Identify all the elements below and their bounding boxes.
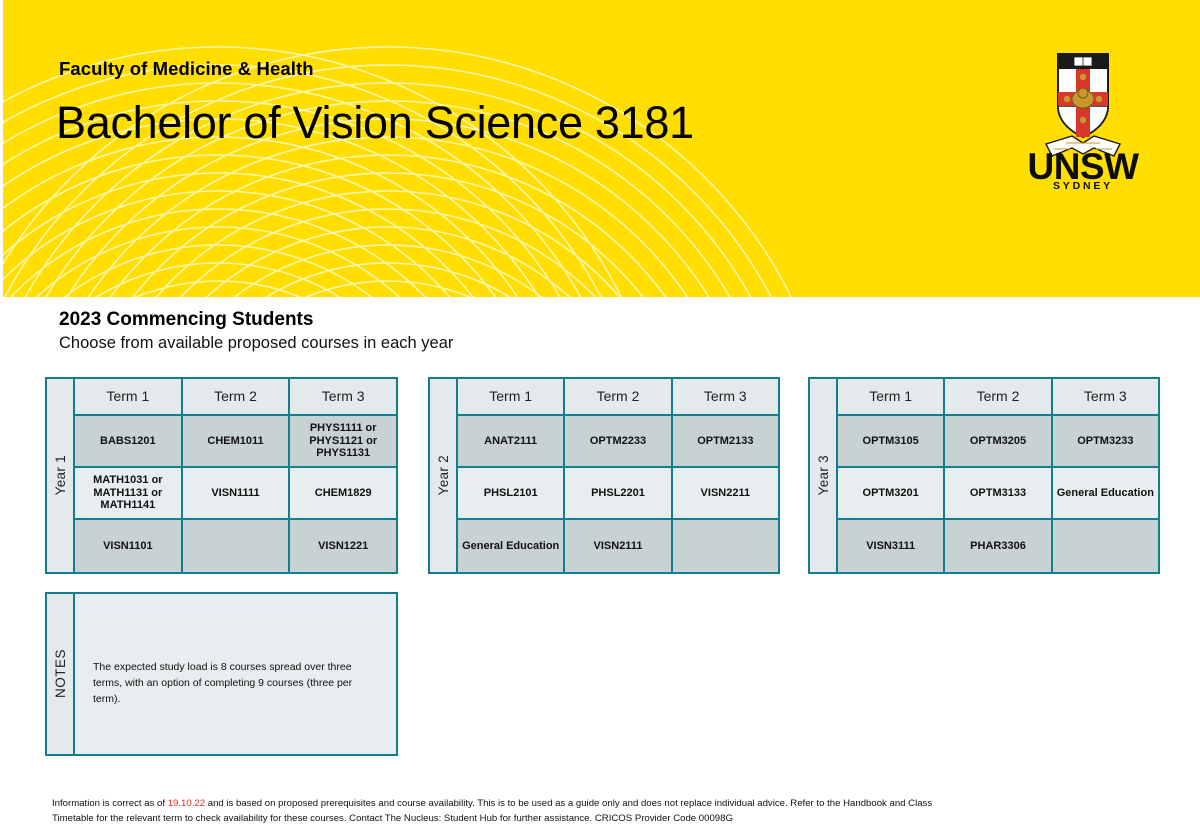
year-2-table: Year 2 Term 1 Term 2 Term 3 ANAT2111 OPT… xyxy=(428,377,780,574)
course-cell xyxy=(1052,520,1158,572)
table-row: General Education VISN2111 xyxy=(458,520,778,572)
table-row: OPTM3201 OPTM3133 General Education xyxy=(838,468,1158,520)
table-row: BABS1201 CHEM1011 PHYS1111 or PHYS1121 o… xyxy=(75,416,397,468)
section-subtitle: Choose from available proposed courses i… xyxy=(59,334,454,352)
column-header-term-1: Term 1 xyxy=(75,379,183,416)
year-label: Year 2 xyxy=(435,455,451,496)
year-label-column: Year 1 xyxy=(47,379,75,572)
course-cell: OPTM3133 xyxy=(945,468,1053,520)
year-1-grid: Term 1 Term 2 Term 3 BABS1201 CHEM1011 P… xyxy=(75,379,397,572)
header-banner: Faculty of Medicine & Health Bachelor of… xyxy=(0,0,1200,297)
year-label-column: Year 2 xyxy=(430,379,458,572)
table-row: VISN3111 PHAR3306 xyxy=(838,520,1158,572)
year-label: Year 3 xyxy=(815,455,831,496)
table-row: MATH1031 or MATH1131 or MATH1141 VISN111… xyxy=(75,468,397,520)
course-cell: CHEM1829 xyxy=(290,468,397,520)
column-header-term-2: Term 2 xyxy=(565,379,673,416)
column-header-term-1: Term 1 xyxy=(458,379,566,416)
column-header-term-3: Term 3 xyxy=(672,379,778,416)
notes-label-column: NOTES xyxy=(47,594,75,754)
course-cell: VISN1221 xyxy=(290,520,397,572)
notes-label: NOTES xyxy=(52,649,68,699)
notes-text: The expected study load is 8 courses spr… xyxy=(93,661,353,705)
column-header-term-3: Term 3 xyxy=(290,379,397,416)
table-row: PHSL2101 PHSL2201 VISN2211 xyxy=(458,468,778,520)
course-cell: VISN1111 xyxy=(182,468,291,520)
course-cell: OPTM3205 xyxy=(945,416,1053,468)
column-header-term-3: Term 3 xyxy=(1052,379,1158,416)
course-cell: VISN1101 xyxy=(75,520,183,572)
course-cell: PHSL2101 xyxy=(458,468,566,520)
course-cell: OPTM2233 xyxy=(565,416,673,468)
year-3-table: Year 3 Term 1 Term 2 Term 3 OPTM3105 OPT… xyxy=(808,377,1160,574)
notes-box: NOTES The expected study load is 8 cours… xyxy=(45,592,398,756)
course-cell: General Education xyxy=(458,520,566,572)
course-cell xyxy=(672,520,778,572)
course-cell: VISN2211 xyxy=(672,468,778,520)
course-cell: General Education xyxy=(1052,468,1158,520)
course-cell: CHEM1011 xyxy=(182,416,291,468)
table-header-row: Term 1 Term 2 Term 3 xyxy=(838,379,1158,416)
course-cell: VISN3111 xyxy=(838,520,946,572)
course-cell xyxy=(182,520,291,572)
table-row: OPTM3105 OPTM3205 OPTM3233 xyxy=(838,416,1158,468)
faculty-name: Faculty of Medicine & Health xyxy=(59,58,314,79)
year-label: Year 1 xyxy=(52,455,68,496)
year-label-column: Year 3 xyxy=(810,379,838,572)
footer-text-part-1: Information is correct as of xyxy=(52,798,168,809)
course-cell: PHYS1111 or PHYS1121 or PHYS1131 xyxy=(290,416,397,468)
unsw-logo: UNSW SYDNEY xyxy=(1027,53,1140,189)
column-header-term-2: Term 2 xyxy=(182,379,291,416)
year-2-grid: Term 1 Term 2 Term 3 ANAT2111 OPTM2233 O… xyxy=(458,379,778,572)
table-header-row: Term 1 Term 2 Term 3 xyxy=(75,379,397,416)
banner-left-edge xyxy=(0,0,3,297)
table-row: ANAT2111 OPTM2233 OPTM2133 xyxy=(458,416,778,468)
course-cell: PHAR3306 xyxy=(945,520,1053,572)
column-header-term-1: Term 1 xyxy=(838,379,946,416)
course-cell: OPTM3105 xyxy=(838,416,946,468)
course-cell: OPTM3201 xyxy=(838,468,946,520)
column-header-term-2: Term 2 xyxy=(945,379,1053,416)
unsw-wordmark: UNSW xyxy=(1027,146,1139,187)
course-cell: ANAT2111 xyxy=(458,416,566,468)
course-cell: OPTM2133 xyxy=(672,416,778,468)
year-3-grid: Term 1 Term 2 Term 3 OPTM3105 OPTM3205 O… xyxy=(838,379,1158,572)
course-cell: PHSL2201 xyxy=(565,468,673,520)
section-title: 2023 Commencing Students xyxy=(59,309,314,330)
footer-date: 19.10.22 xyxy=(167,798,206,809)
course-cell: OPTM3233 xyxy=(1052,416,1158,468)
page-title: Bachelor of Vision Science 3181 xyxy=(56,97,694,148)
course-cell: BABS1201 xyxy=(75,416,183,468)
table-row: VISN1101 VISN1221 xyxy=(75,520,397,572)
course-cell: VISN2111 xyxy=(565,520,673,572)
footer-text-part-2: and is based on proposed prerequisites a… xyxy=(52,798,933,824)
unsw-sydney-wordmark: SYDNEY xyxy=(1053,180,1113,189)
table-header-row: Term 1 Term 2 Term 3 xyxy=(458,379,778,416)
course-cell: MATH1031 or MATH1131 or MATH1141 xyxy=(75,468,183,520)
year-1-table: Year 1 Term 1 Term 2 Term 3 BABS1201 CHE… xyxy=(45,377,398,574)
unsw-crest-icon xyxy=(1045,53,1121,157)
footer-disclaimer: Information is correct as of 19.10.22 an… xyxy=(52,797,957,827)
